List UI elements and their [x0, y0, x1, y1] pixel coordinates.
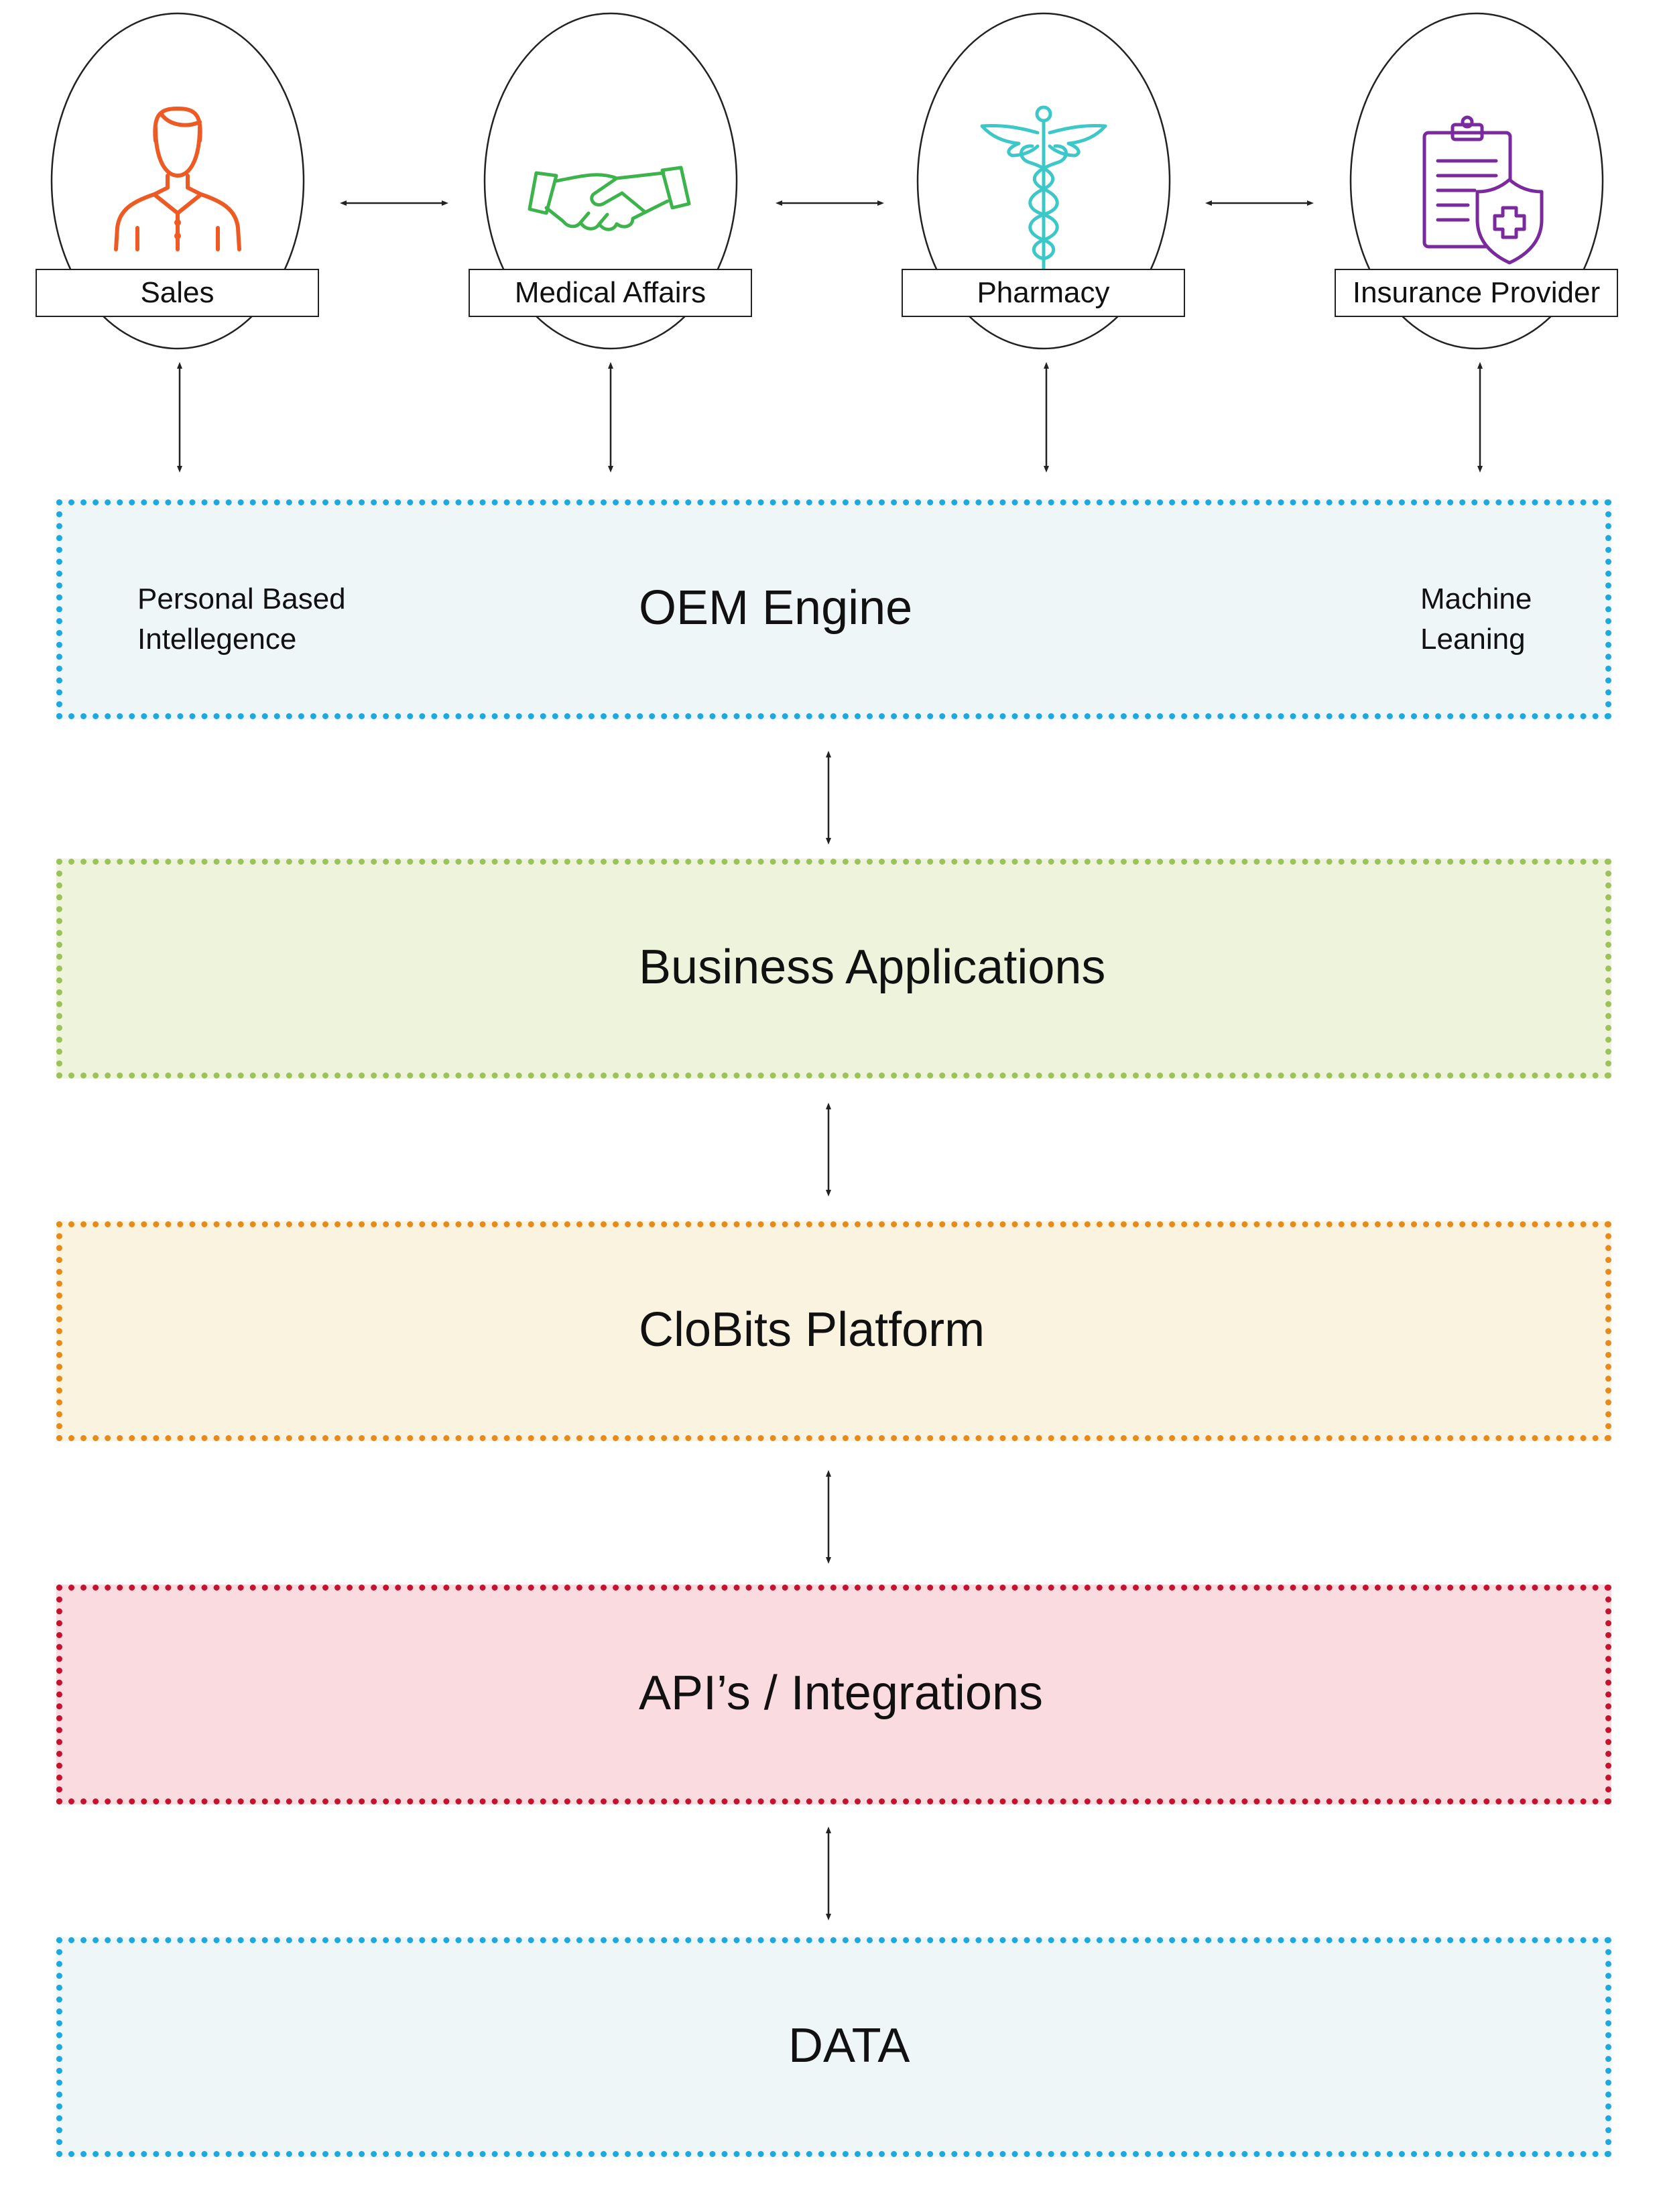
handshake-icon	[528, 166, 691, 231]
node-circle-sales	[50, 12, 305, 350]
business-applications-title: Business Applications	[639, 940, 1106, 994]
node-label-medical-affairs: Medical Affairs	[469, 269, 752, 317]
layer-oem-engine: Personal Based Intellegence OEM Engine M…	[56, 499, 1611, 719]
api-integrations-title: API’s / Integrations	[639, 1666, 1043, 1720]
clobits-platform-title: CloBits Platform	[639, 1303, 985, 1357]
layer-api-integrations: API’s / Integrations	[56, 1585, 1611, 1804]
person-icon	[114, 107, 241, 251]
data-title: DATA	[788, 2019, 910, 2073]
node-circle-insurance-provider	[1349, 12, 1604, 350]
layer-clobits-platform: CloBits Platform	[56, 1221, 1611, 1441]
node-label-insurance-provider: Insurance Provider	[1335, 269, 1618, 317]
oem-right-text: Machine Leaning	[1420, 582, 1532, 656]
caduceus-icon	[980, 105, 1107, 271]
node-label-sales: Sales	[36, 269, 319, 317]
oem-engine-title: OEM Engine	[639, 581, 913, 635]
insurance-shield-icon	[1422, 115, 1544, 265]
node-label-pharmacy: Pharmacy	[902, 269, 1185, 317]
oem-left-text: Personal Based Intellegence	[137, 582, 346, 656]
layer-data: DATA	[56, 1937, 1611, 2157]
layer-business-applications: Business Applications	[56, 859, 1611, 1079]
